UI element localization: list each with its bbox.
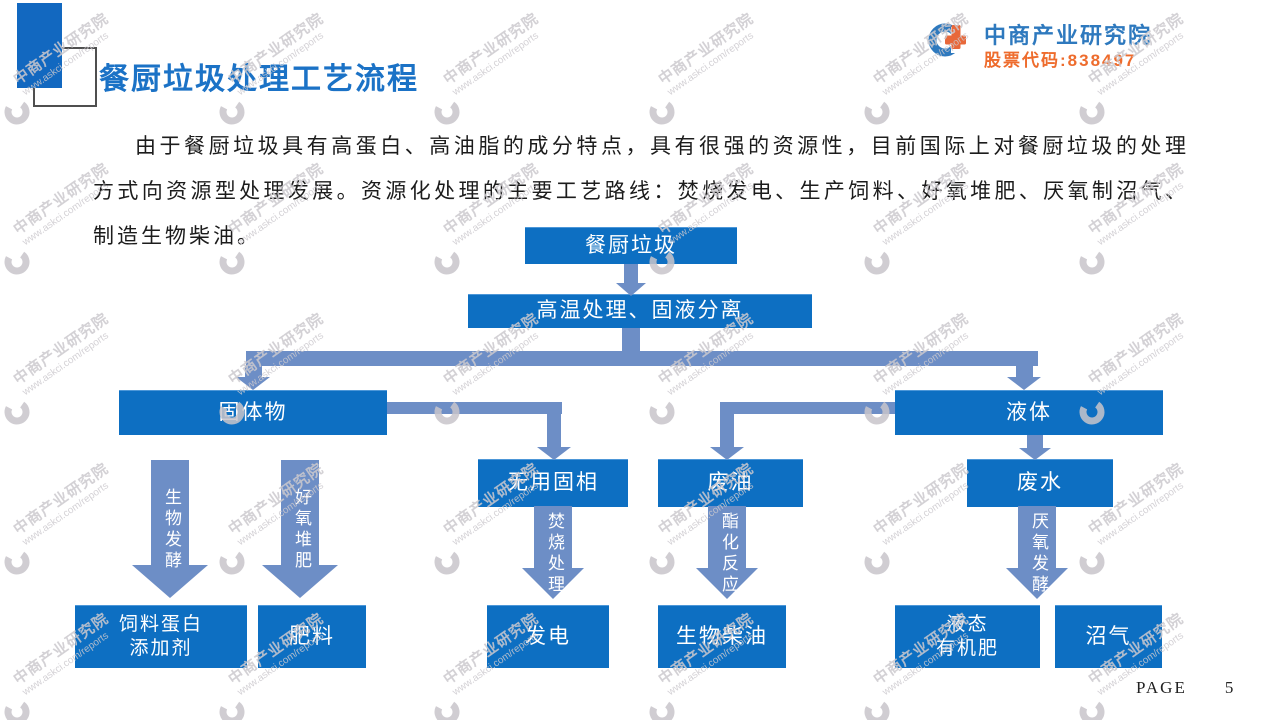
flow-box-solid: 固体物 xyxy=(119,390,387,435)
flow-box-waste-label: 餐厨垃圾 xyxy=(585,233,677,257)
flow-box-power: 发电 xyxy=(487,605,609,668)
process-arrow-aerobic-head-icon xyxy=(262,565,338,598)
process-arrow-anaer xyxy=(1018,506,1056,568)
connector-treat-stem xyxy=(622,328,640,351)
connector-waste-to-treat-shaft xyxy=(624,264,638,283)
flow-box-organic-label2: 有机肥 xyxy=(935,638,999,659)
connector-liquid-to-oil-arrowhead-icon xyxy=(710,447,744,460)
flow-box-biogas-label: 沼气 xyxy=(1085,624,1132,648)
footer-page-label: PAGE xyxy=(1136,678,1187,697)
footer-page-number: 5 xyxy=(1224,678,1236,697)
process-arrow-burn xyxy=(534,506,572,568)
process-arrow-anaer-label: 厌氧发酵 xyxy=(1029,512,1048,596)
connector-liquid-to-water-arrowhead-icon xyxy=(1019,448,1051,460)
connector-liquid-to-oil-vline xyxy=(720,414,734,449)
flow-box-oil: 废油 xyxy=(658,459,803,507)
process-arrow-burn-head-icon xyxy=(522,568,584,599)
logo-company-name: 中商产业研究院 xyxy=(984,23,1153,48)
connector-split-right-shaft xyxy=(1016,366,1033,377)
process-arrow-aerobic-label: 好氧堆肥 xyxy=(292,488,311,572)
flow-box-oil-label: 废油 xyxy=(707,471,754,495)
connector-solid-to-useless-vline xyxy=(547,414,561,449)
flow-box-organic: 液态有机肥 xyxy=(895,605,1040,668)
flow-box-solid-label: 固体物 xyxy=(218,400,288,424)
connector-solid-to-useless-hline xyxy=(387,402,562,414)
flow-box-treat: 高温处理、固液分离 xyxy=(468,294,812,328)
flow-box-useless: 无用固相 xyxy=(478,459,628,507)
flow-box-organic-label: 液态 xyxy=(946,614,989,636)
logo-stock-code: 股票代码:838497 xyxy=(984,51,1137,70)
process-arrow-bio xyxy=(151,460,189,565)
header-blue-rectangle xyxy=(17,3,62,88)
process-arrow-ester xyxy=(708,506,746,568)
page-title: 餐厨垃圾处理工艺流程 xyxy=(99,63,419,96)
flow-box-fert-label: 肥料 xyxy=(289,624,335,648)
body-paragraph: 由于餐厨垃圾具有高蛋白、高油脂的成分特点，具有很强的资源性，目前国际上对餐厨垃圾… xyxy=(93,134,1189,248)
process-arrow-bio-head-icon xyxy=(132,565,208,598)
flow-box-useless-label: 无用固相 xyxy=(507,471,599,495)
flow-box-feed-label: 饲料蛋白 xyxy=(118,614,203,636)
process-arrow-bio-label: 生物发酵 xyxy=(162,488,181,572)
flow-box-treat-label: 高温处理、固液分离 xyxy=(536,299,744,323)
askci-logo-icon xyxy=(928,23,968,57)
connector-waste-to-treat-arrowhead-icon xyxy=(616,283,646,296)
process-arrow-ester-head-icon xyxy=(696,568,758,599)
connector-split-left-arrowhead-icon xyxy=(236,377,270,390)
process-arrow-anaer-head-icon xyxy=(1006,568,1068,599)
connector-split-bar xyxy=(246,351,1038,366)
flow-box-water-label: 废水 xyxy=(1017,471,1063,495)
flow-box-diesel-label: 生物柴油 xyxy=(676,624,768,648)
process-arrow-ester-label: 酯化反应 xyxy=(719,512,738,596)
flow-box-feed: 饲料蛋白添加剂 xyxy=(75,605,247,668)
connector-liquid-to-water-shaft xyxy=(1027,435,1043,448)
connector-split-right-arrowhead-icon xyxy=(1007,377,1041,390)
flow-box-water: 废水 xyxy=(967,459,1113,507)
connector-solid-to-useless-arrowhead-icon xyxy=(537,447,571,460)
connector-split-left-shaft xyxy=(245,366,262,377)
process-arrow-aerobic xyxy=(281,460,319,565)
flow-box-power-label: 发电 xyxy=(525,624,571,648)
process-arrow-burn-label: 焚烧处理 xyxy=(545,512,564,596)
flow-box-waste: 餐厨垃圾 xyxy=(525,227,737,264)
flow-box-feed-label2: 添加剂 xyxy=(129,638,193,659)
flow-box-fert: 肥料 xyxy=(258,605,366,668)
askci-logo: 中商产业研究院 股票代码:838497 xyxy=(928,16,1248,72)
connector-liquid-to-oil-hline xyxy=(720,402,895,414)
flow-box-liquid: 液体 xyxy=(895,390,1163,435)
flow-box-liquid-label: 液体 xyxy=(1006,400,1052,424)
page-footer: PAGE 5 xyxy=(1136,678,1235,698)
flow-box-diesel: 生物柴油 xyxy=(658,605,786,668)
flow-box-biogas: 沼气 xyxy=(1055,605,1162,668)
